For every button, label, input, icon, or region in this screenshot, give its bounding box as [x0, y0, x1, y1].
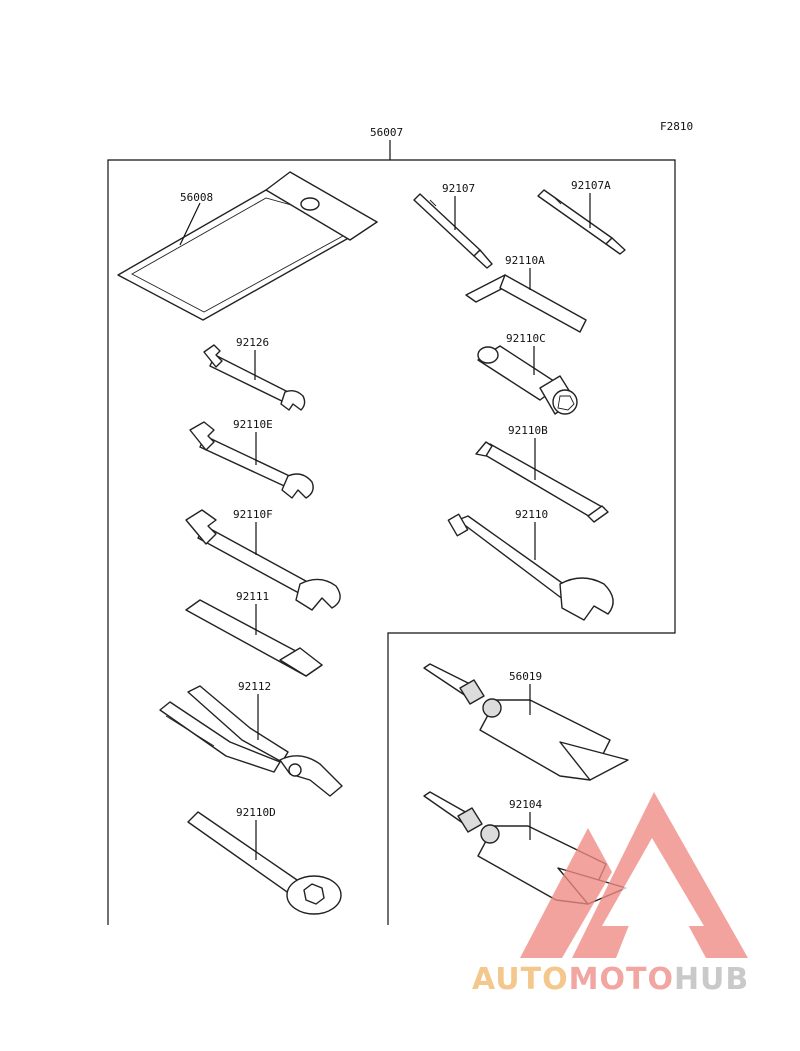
label-92110E: 92110E — [233, 418, 273, 431]
label-92126: 92126 — [236, 336, 269, 349]
label-92110B: 92110B — [508, 424, 548, 437]
label-92107: 92107 — [442, 182, 475, 195]
grease-tube-56019-drawing — [423, 663, 629, 781]
wrench-92110-drawing — [447, 513, 614, 621]
label-56007: 56007 — [370, 126, 403, 139]
screwdriver-92107-drawing — [413, 193, 493, 269]
watermark-logo — [520, 792, 748, 958]
label-92110F: 92110F — [233, 508, 273, 521]
wrench-92110F-drawing — [185, 509, 341, 611]
socket-92110C-drawing — [477, 345, 578, 415]
label-92110D: 92110D — [236, 806, 276, 819]
label-92110: 92110 — [515, 508, 548, 521]
label-92104: 92104 — [509, 798, 542, 811]
tool-bag-drawing — [117, 171, 378, 321]
label-92111: 92111 — [236, 590, 269, 603]
wrench-92110E-drawing — [189, 421, 314, 499]
label-92112: 92112 — [238, 680, 271, 693]
label-56019: 56019 — [509, 670, 542, 683]
label-92110C: 92110C — [506, 332, 546, 345]
figure-code: F2810 — [660, 120, 693, 133]
watermark-part-hub: HUB — [673, 962, 750, 997]
leader-56008 — [179, 202, 201, 246]
tool-92110B-drawing — [475, 441, 609, 523]
pliers-92112-drawing — [159, 685, 343, 797]
box-wrench-92110D-drawing — [187, 811, 342, 915]
hex-wrench-92110A-drawing — [465, 274, 587, 333]
bar-92111-drawing — [185, 599, 323, 677]
label-56008: 56008 — [180, 191, 213, 204]
watermark-wordmark: AUTOMOTOHUB — [472, 962, 792, 1002]
watermark-part-moto: MOTO — [568, 962, 674, 997]
wrench-92126-drawing — [203, 344, 306, 411]
watermark-part-auto: AUTO — [472, 962, 569, 997]
kit-frame — [107, 159, 676, 925]
label-92110A: 92110A — [505, 254, 545, 267]
label-92107A: 92107A — [571, 179, 611, 192]
screwdriver-92107A-drawing — [537, 189, 626, 255]
